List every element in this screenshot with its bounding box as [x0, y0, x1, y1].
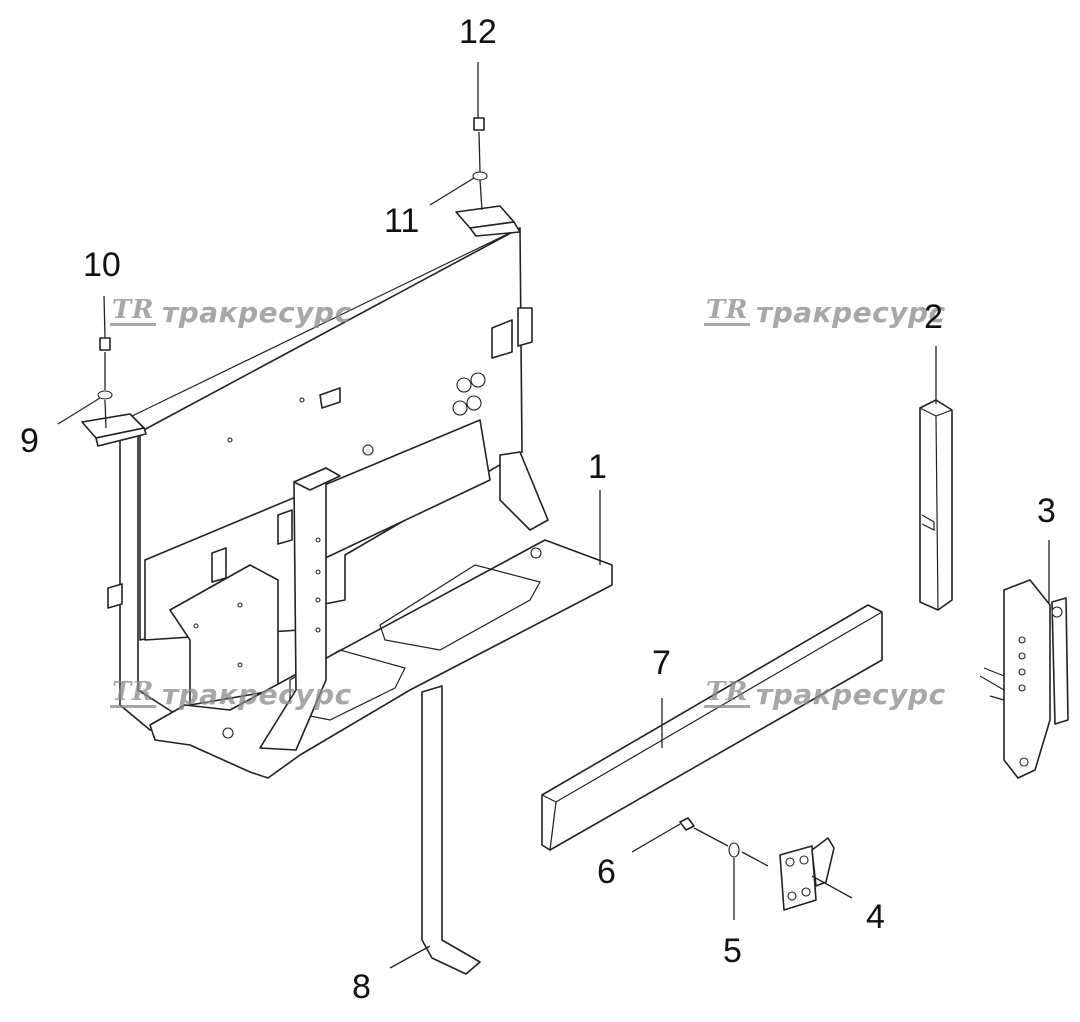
part-1-frame: [81, 205, 613, 779]
callout-9: 9: [20, 422, 39, 460]
part-10-bolt: [99, 337, 111, 351]
part-2-block: [919, 399, 953, 611]
callout-8: 8: [352, 968, 371, 1006]
part-3-hinge: [979, 579, 1069, 779]
callout-7: 7: [652, 644, 671, 682]
callout-1: 1: [588, 448, 607, 486]
part-12-bolt: [473, 117, 485, 131]
leader-lines: [57, 62, 1050, 969]
part-8-strap: [421, 685, 481, 975]
part-4-latch: [779, 837, 835, 911]
callout-3: 3: [1037, 492, 1056, 530]
part-6-bolt: [679, 817, 695, 831]
callout-6: 6: [597, 853, 616, 891]
part-11-washer: [472, 171, 488, 181]
callout-2: 2: [924, 298, 943, 336]
callout-5: 5: [723, 932, 742, 970]
part-7-bar: [541, 604, 883, 851]
part-9-washer: [97, 390, 113, 400]
callout-4: 4: [866, 898, 885, 936]
callout-10: 10: [83, 246, 121, 284]
callout-12: 12: [459, 13, 497, 51]
callout-11: 11: [384, 202, 420, 240]
part-5-washer: [728, 842, 740, 858]
